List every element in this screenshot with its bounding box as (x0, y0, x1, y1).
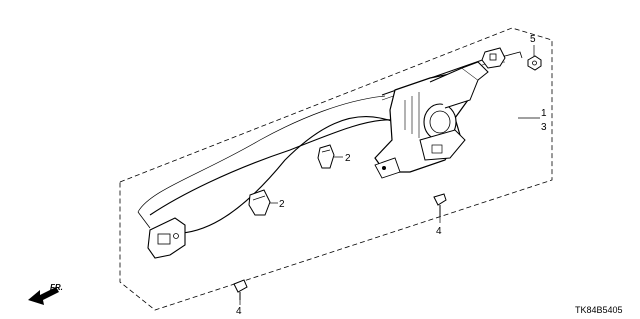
lower-latch (137, 211, 186, 259)
diagram-code: TK84B5405 (575, 305, 623, 315)
callout-2-upper: 2 (345, 153, 351, 164)
assembly-outline (119, 27, 553, 311)
callout-1: 1 (541, 108, 547, 119)
nut-upper-right (527, 55, 542, 71)
callout-2-lower: 2 (279, 199, 285, 210)
bolt-lower (233, 279, 248, 300)
callout-4-middle: 4 (436, 226, 442, 237)
front-direction-label: FR. (50, 283, 63, 292)
cable-clip-upper (317, 144, 335, 169)
cable-clip-lower (248, 189, 271, 216)
bolt-middle (433, 193, 447, 216)
front-direction-arrow (28, 287, 59, 305)
motor-assembly (374, 61, 489, 179)
callout-4-lower: 4 (236, 306, 242, 317)
callout-3: 3 (541, 122, 547, 133)
long-cable-c (137, 95, 386, 213)
callout-5: 5 (530, 34, 536, 45)
upper-latch (481, 47, 523, 69)
